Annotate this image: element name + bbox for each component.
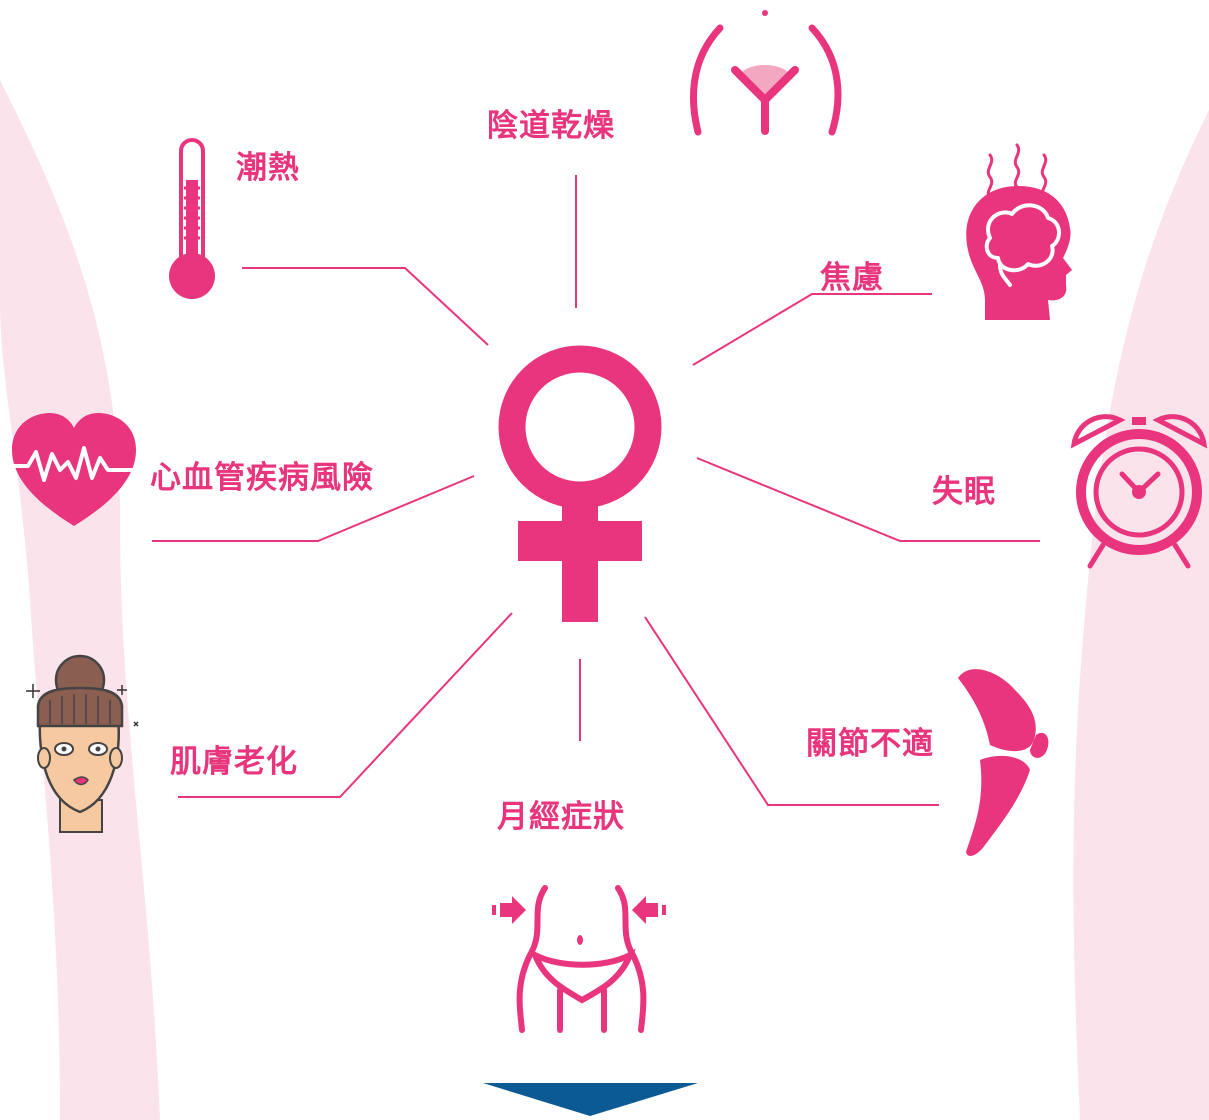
- label-menstrual-symptoms: 月經症狀: [497, 799, 625, 835]
- label-insomnia: 失眠: [932, 474, 996, 510]
- label-hot-flashes: 潮熱: [236, 150, 300, 186]
- label-cardiovascular-risk: 心血管疾病風險: [150, 460, 374, 496]
- label-joint-discomfort: 關節不適: [806, 726, 934, 762]
- label-skin-aging: 肌膚老化: [170, 744, 298, 780]
- label-anxiety: 焦慮: [820, 260, 884, 296]
- label-vaginal-dryness: 陰道乾燥: [487, 108, 615, 144]
